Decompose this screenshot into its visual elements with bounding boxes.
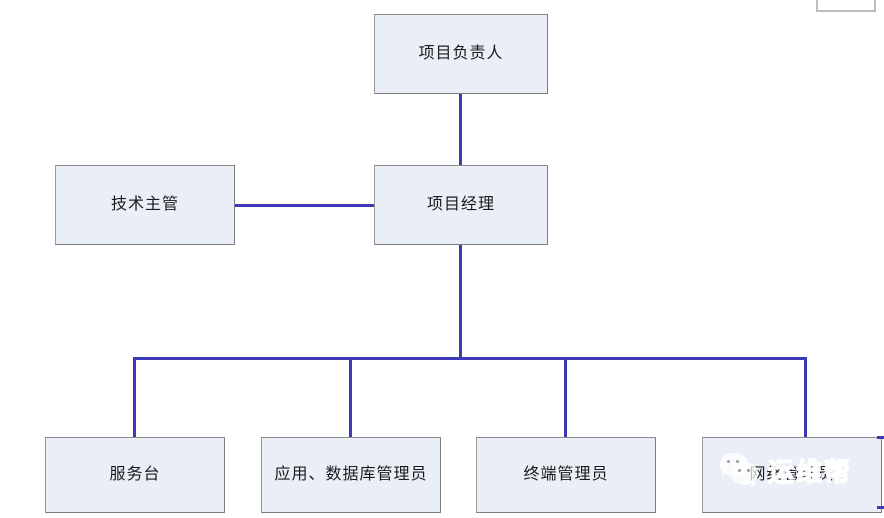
connector-bus-to-terminal (564, 357, 567, 439)
node-label: 技术主管 (110, 196, 179, 213)
connector-bus-to-service-desk (133, 357, 136, 439)
node-project-director[interactable]: 项目负责人 (374, 14, 548, 94)
selection-tick-top (877, 436, 884, 439)
node-technical-supervisor[interactable]: 技术主管 (55, 165, 235, 245)
node-label: 应用、数据库管理员 (274, 466, 428, 483)
node-service-desk[interactable]: 服务台 (45, 437, 225, 513)
cropped-box-corner-artifact (816, 0, 876, 12)
connector-tech-lead-to-manager (233, 204, 376, 207)
connector-bus-to-app-dba (349, 357, 352, 439)
node-label: 服务台 (109, 466, 161, 483)
connector-bus-to-network (804, 357, 807, 439)
node-label: 终端管理员 (523, 466, 609, 483)
node-project-manager[interactable]: 项目经理 (374, 165, 548, 245)
node-application-database-administrator[interactable]: 应用、数据库管理员 (261, 437, 441, 513)
connector-horizontal-bus (133, 357, 807, 360)
connector-manager-to-bus (459, 243, 462, 360)
connector-director-to-manager (459, 92, 462, 167)
selection-tick-bottom (877, 506, 884, 509)
node-label: 项目经理 (426, 196, 495, 213)
node-network-administrator[interactable]: 网络管理员 (702, 437, 882, 513)
node-terminal-administrator[interactable]: 终端管理员 (476, 437, 656, 513)
node-label: 项目负责人 (418, 45, 504, 62)
node-label: 网络管理员 (749, 466, 835, 483)
